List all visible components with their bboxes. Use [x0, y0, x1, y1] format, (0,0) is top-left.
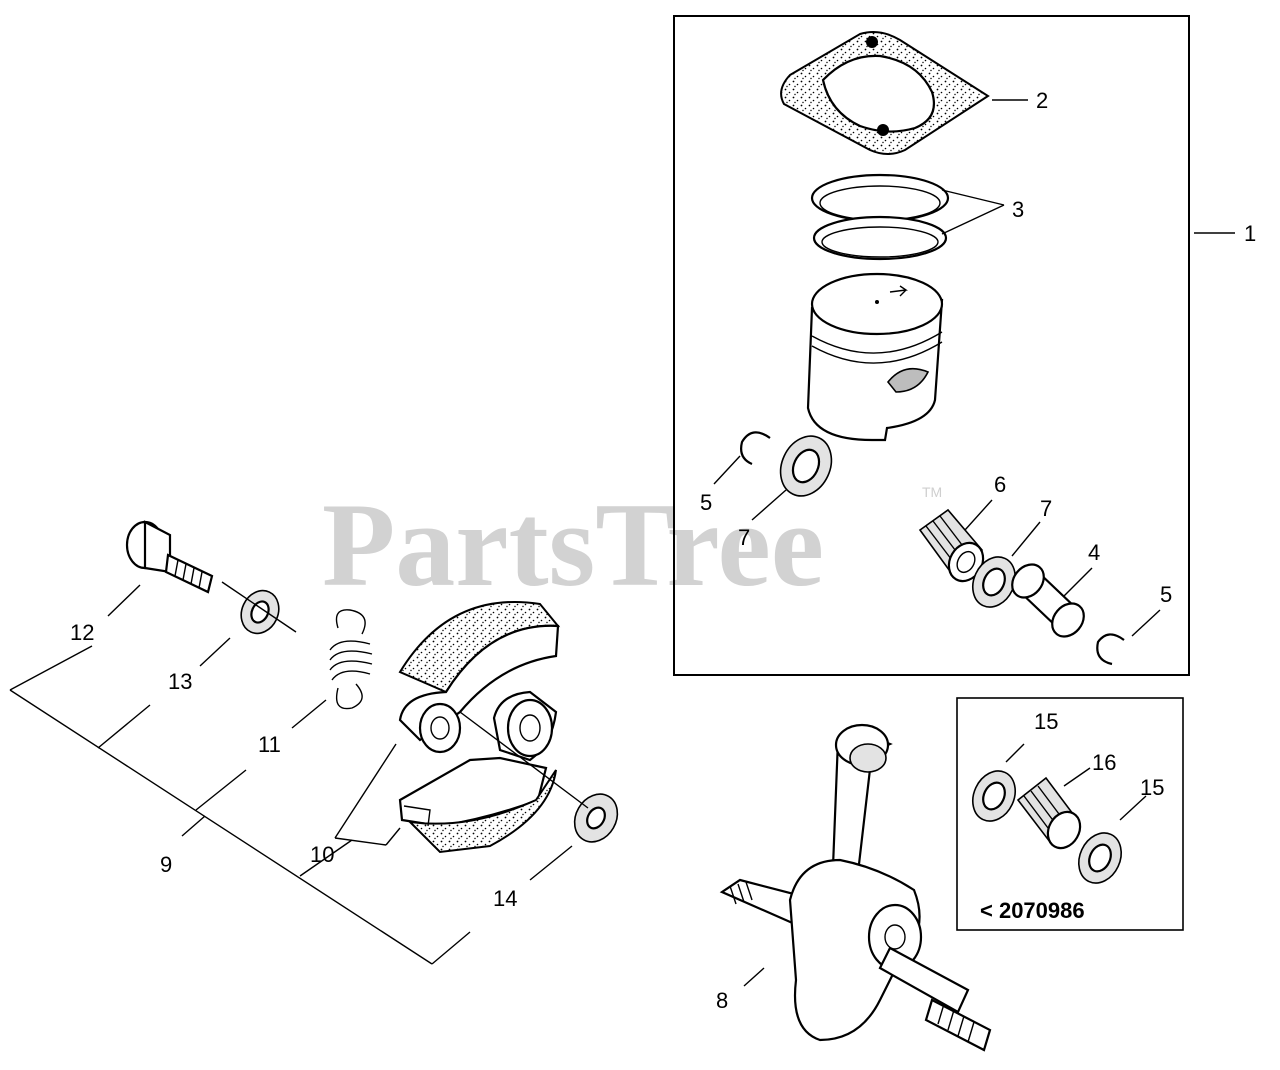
callout-5-upper: 5	[700, 490, 712, 515]
callout-13: 13	[168, 669, 192, 694]
spring-part	[329, 609, 373, 710]
bearing-kit-washer-right	[1078, 832, 1122, 884]
callout-14: 14	[493, 886, 517, 911]
washer-part-lower	[972, 556, 1016, 608]
clutch-shoe-lower-part	[398, 756, 557, 854]
piston-pin-part	[1011, 563, 1085, 638]
callout-16: 16	[1092, 750, 1116, 775]
clip-part-upper	[740, 431, 771, 466]
serial-note: < 2070986	[980, 898, 1085, 923]
callout-5-lower: 5	[1160, 582, 1172, 607]
gasket-part	[780, 31, 990, 155]
piston-rings-part	[810, 173, 950, 261]
callout-1: 1	[1244, 221, 1256, 246]
callout-10: 10	[310, 842, 334, 867]
callout-3: 3	[1012, 197, 1024, 222]
callout-2: 2	[1036, 88, 1048, 113]
clutch-boss-part	[492, 690, 558, 762]
clutch-shoe-upper-part	[398, 600, 561, 754]
washer-part-13	[240, 589, 280, 635]
bolt-part	[125, 520, 214, 594]
bearing-kit-needle-bearing	[1016, 776, 1082, 850]
bearing-kit-frame	[956, 697, 1184, 931]
callout-15-right: 15	[1140, 775, 1164, 800]
needle-bearing-part	[918, 508, 985, 583]
bearing-kit-washer-left	[972, 770, 1016, 822]
piston-kit-frame	[673, 15, 1190, 676]
callout-7-upper: 7	[738, 525, 750, 550]
callout-15-left: 15	[1034, 709, 1058, 734]
leader-lines	[9, 99, 1235, 987]
watermark-text: PartsTree	[322, 478, 824, 611]
watermark-trademark: TM	[922, 484, 942, 500]
callout-labels: 1 2 3 4 5 5 6 7 7 8 9 10 11 12 13 14 15 …	[70, 88, 1256, 1013]
callout-4: 4	[1088, 540, 1100, 565]
callout-7-lower: 7	[1040, 496, 1052, 521]
piston-part	[806, 272, 944, 442]
clip-part-lower	[1096, 633, 1125, 666]
washer-part-upper	[779, 435, 833, 497]
callout-11: 11	[258, 732, 281, 757]
crankshaft-part	[719, 723, 992, 1052]
callout-12: 12	[70, 620, 94, 645]
callout-9: 9	[160, 852, 172, 877]
callout-6: 6	[994, 472, 1006, 497]
callout-8: 8	[716, 988, 728, 1013]
washer-part-14	[573, 793, 619, 843]
